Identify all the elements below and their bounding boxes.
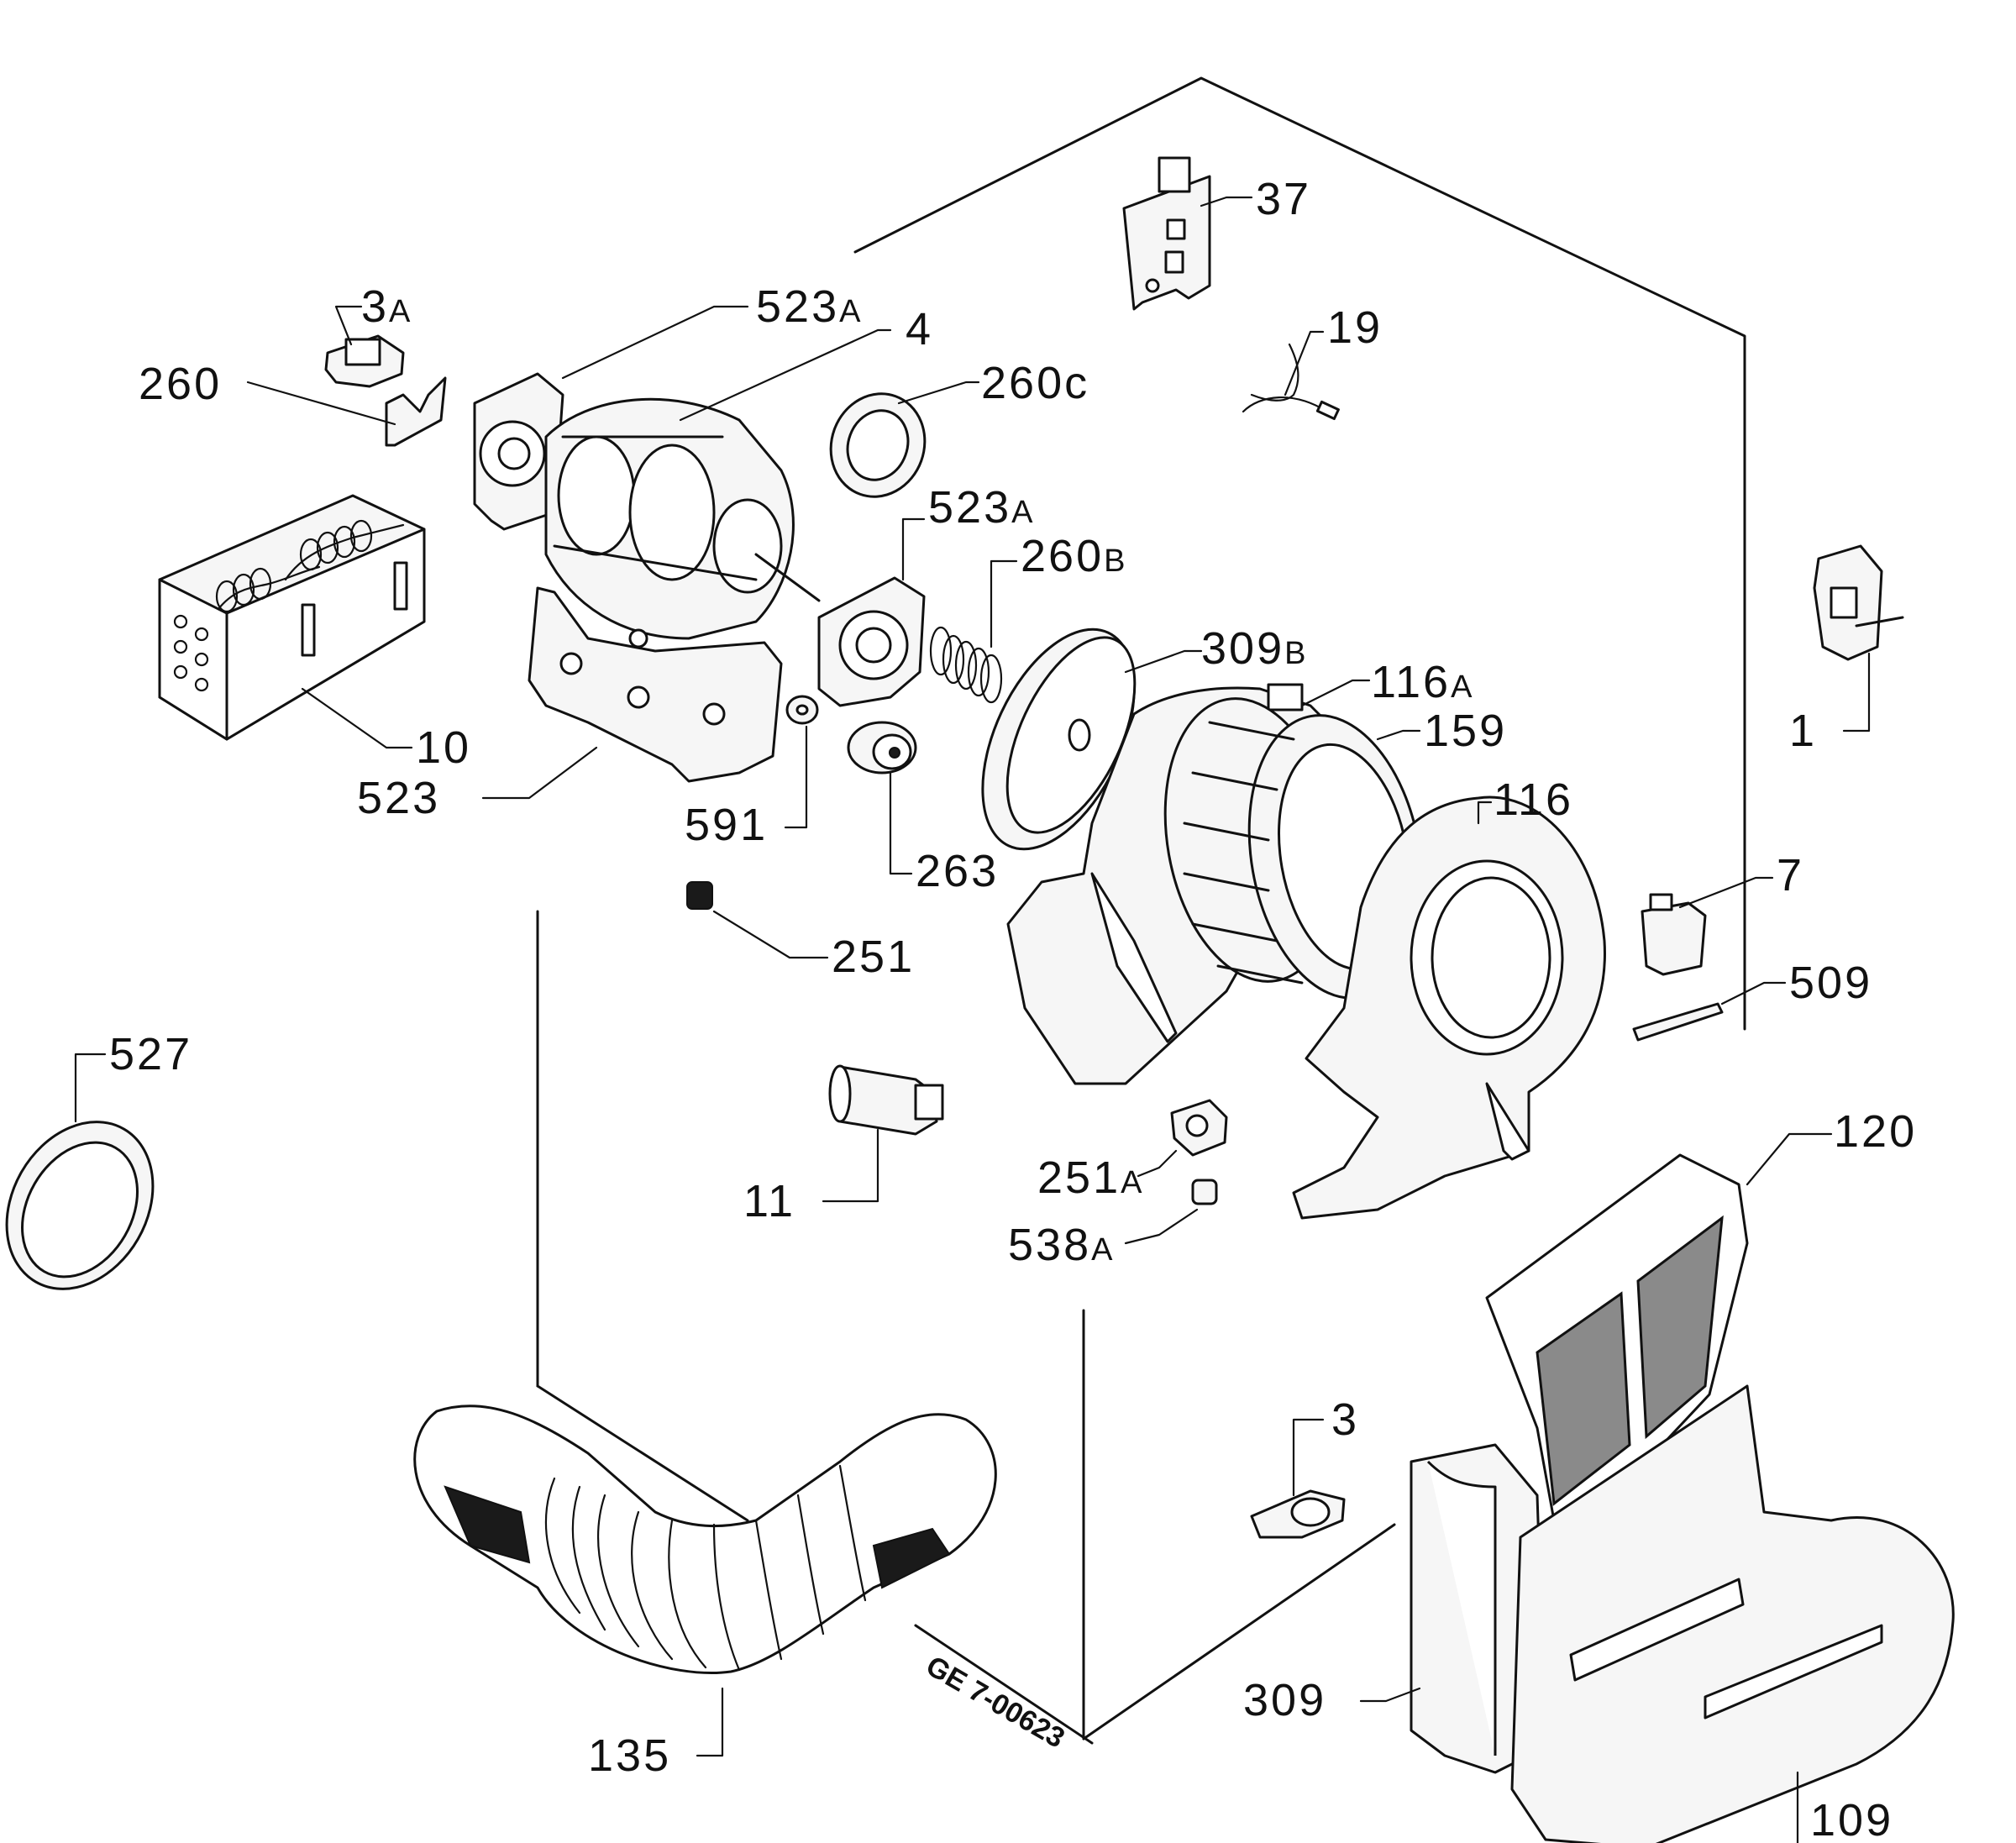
part-37-switch-bracket [1122,156,1211,311]
part-260c-clip [829,392,927,498]
label-3a: 3A [361,281,412,332]
label-260c: 260c [981,358,1089,408]
label-251a: 251A [1037,1153,1144,1203]
label-309: 309 [1243,1675,1326,1725]
part-11-capacitor [828,1064,944,1136]
label-109: 109 [1810,1795,1893,1843]
part-309-duct [1410,1443,1547,1774]
label-159: 159 [1424,706,1507,756]
part-109-filter-housing [1510,1384,1955,1843]
label-135: 135 [588,1730,671,1781]
part-523-motor-cradle [528,586,783,783]
label-309b: 309B [1201,623,1308,674]
label-116a: 116A [1371,657,1474,707]
part-3a-thermostat [324,334,405,388]
part-309b-disc [981,627,1137,851]
heater-coils [215,519,373,613]
label-10: 10 [416,722,471,773]
label-120: 120 [1834,1106,1917,1157]
part-263-pulley [847,721,917,774]
part-10-heater-element [158,494,426,741]
part-260-bracket [385,376,447,447]
leader-lines [74,196,1871,1843]
label-527: 527 [109,1029,192,1079]
part-3-thermostat [1250,1489,1346,1539]
label-7: 7 [1777,850,1804,900]
label-37: 37 [1256,174,1311,224]
drawing-code: GE 7-00623 [921,1650,1070,1755]
label-3: 3 [1331,1394,1359,1445]
label-251: 251 [832,932,915,982]
label-263: 263 [916,846,999,896]
part-7-micro-switch [1641,893,1707,976]
part-591-washer [785,695,819,725]
part-251a-grommet [1170,1099,1228,1157]
label-523a-top: 523A [756,281,863,332]
label-4: 4 [906,304,933,354]
label-116: 116 [1494,774,1573,825]
part-527-ring [5,1121,155,1290]
hose-ribs [544,1464,867,1672]
part-4-motor [544,397,821,640]
part-260b-spring [929,626,1003,704]
label-509: 509 [1789,958,1872,1008]
part-135-hose [413,1405,997,1674]
part-509-pin [1632,1002,1724,1042]
part-523a-end-shield-mid [817,576,926,707]
part-1-switch [1813,544,1904,661]
label-260b: 260B [1021,531,1127,581]
part-120-lint-filter [1485,1153,1749,1522]
label-523a-mid: 523A [928,482,1035,533]
part-251-foot [686,881,713,910]
label-1: 1 [1789,706,1817,756]
label-591: 591 [685,800,768,850]
part-538a-bushing [1191,1179,1218,1205]
label-19: 19 [1327,302,1383,353]
cabinet-outline [536,76,1746,1745]
part-19-wire [1242,343,1340,421]
part-523a-end-shield-top [473,372,564,531]
part-116-fan-housing-front [1292,795,1606,1220]
label-11: 11 [743,1176,795,1226]
label-260: 260 [139,359,222,409]
label-538a: 538A [1008,1220,1115,1270]
label-523: 523 [357,773,440,823]
